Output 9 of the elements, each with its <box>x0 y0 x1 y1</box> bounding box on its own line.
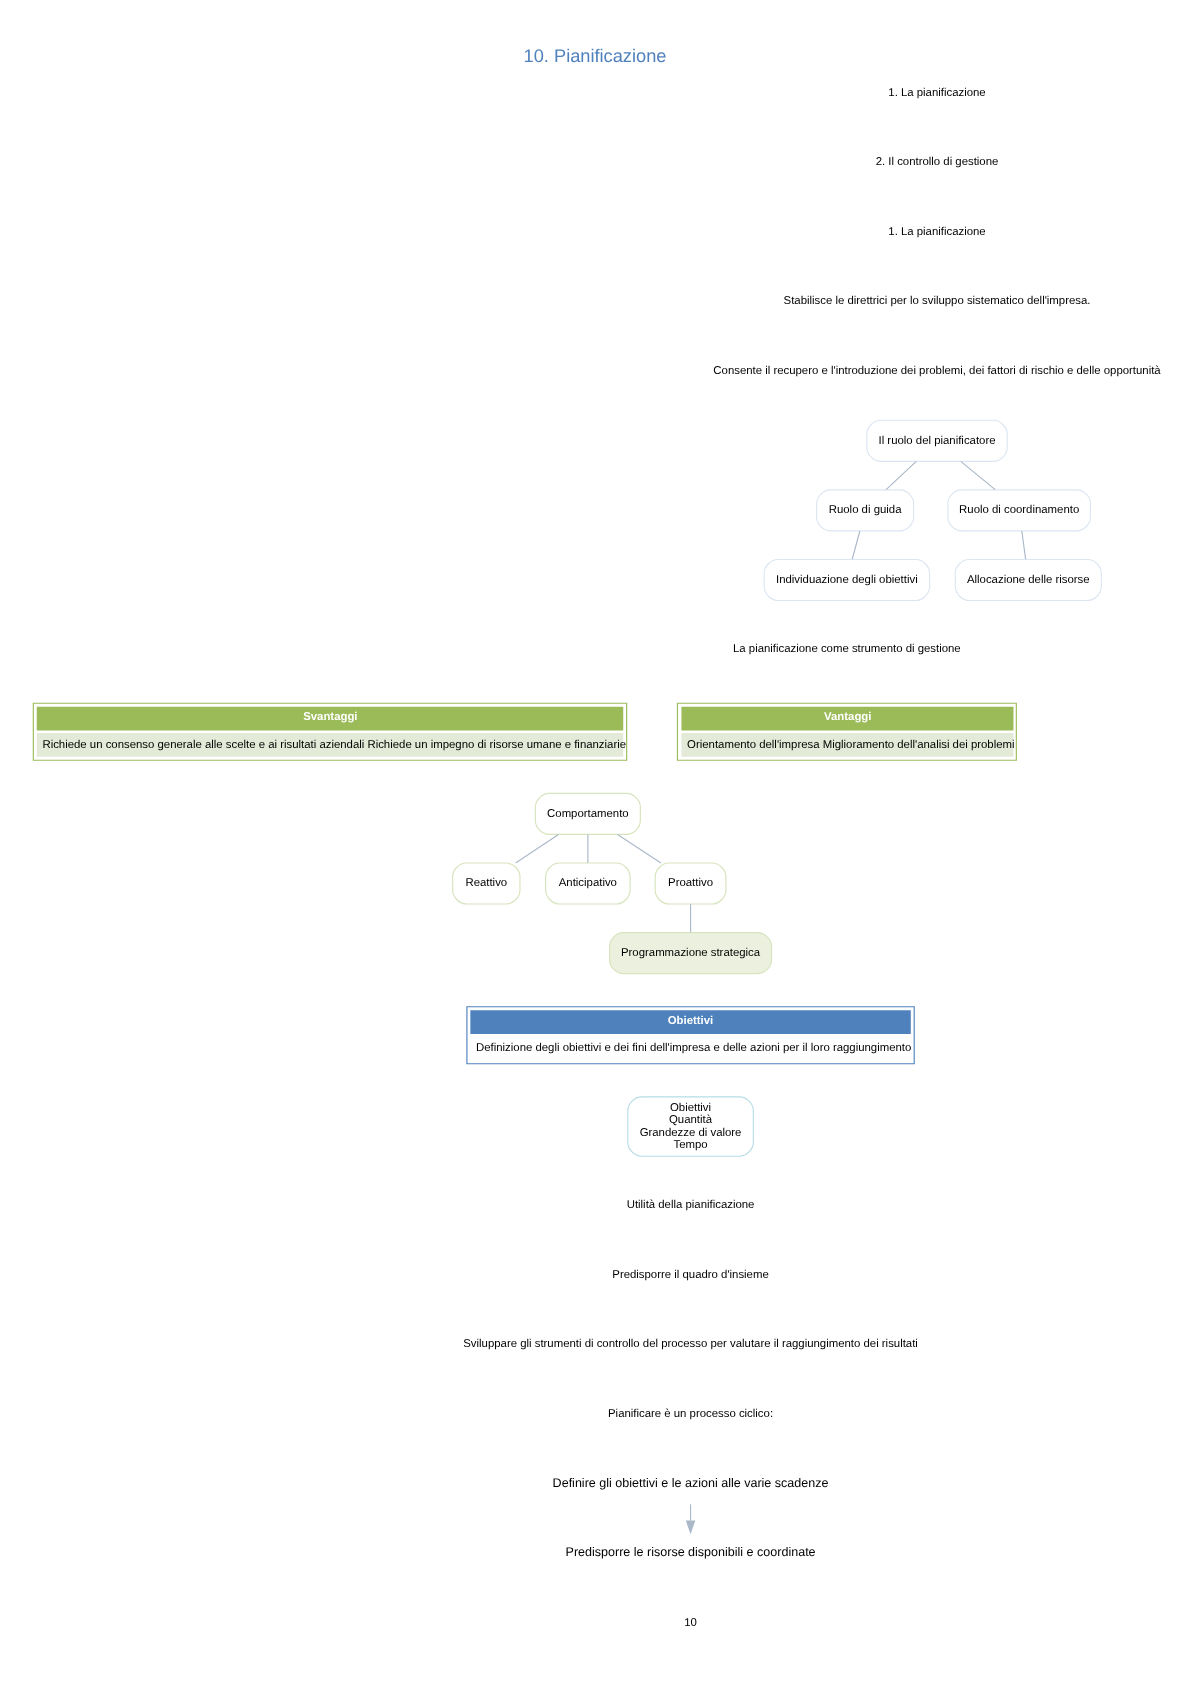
connector <box>885 459 917 490</box>
connector <box>515 832 560 863</box>
diagram-title: 10. Pianificazione <box>523 44 667 65</box>
connector <box>587 832 589 863</box>
connector <box>851 529 861 559</box>
connector <box>617 832 662 863</box>
connector <box>690 902 692 932</box>
connector <box>960 459 996 490</box>
connector <box>1021 529 1027 559</box>
